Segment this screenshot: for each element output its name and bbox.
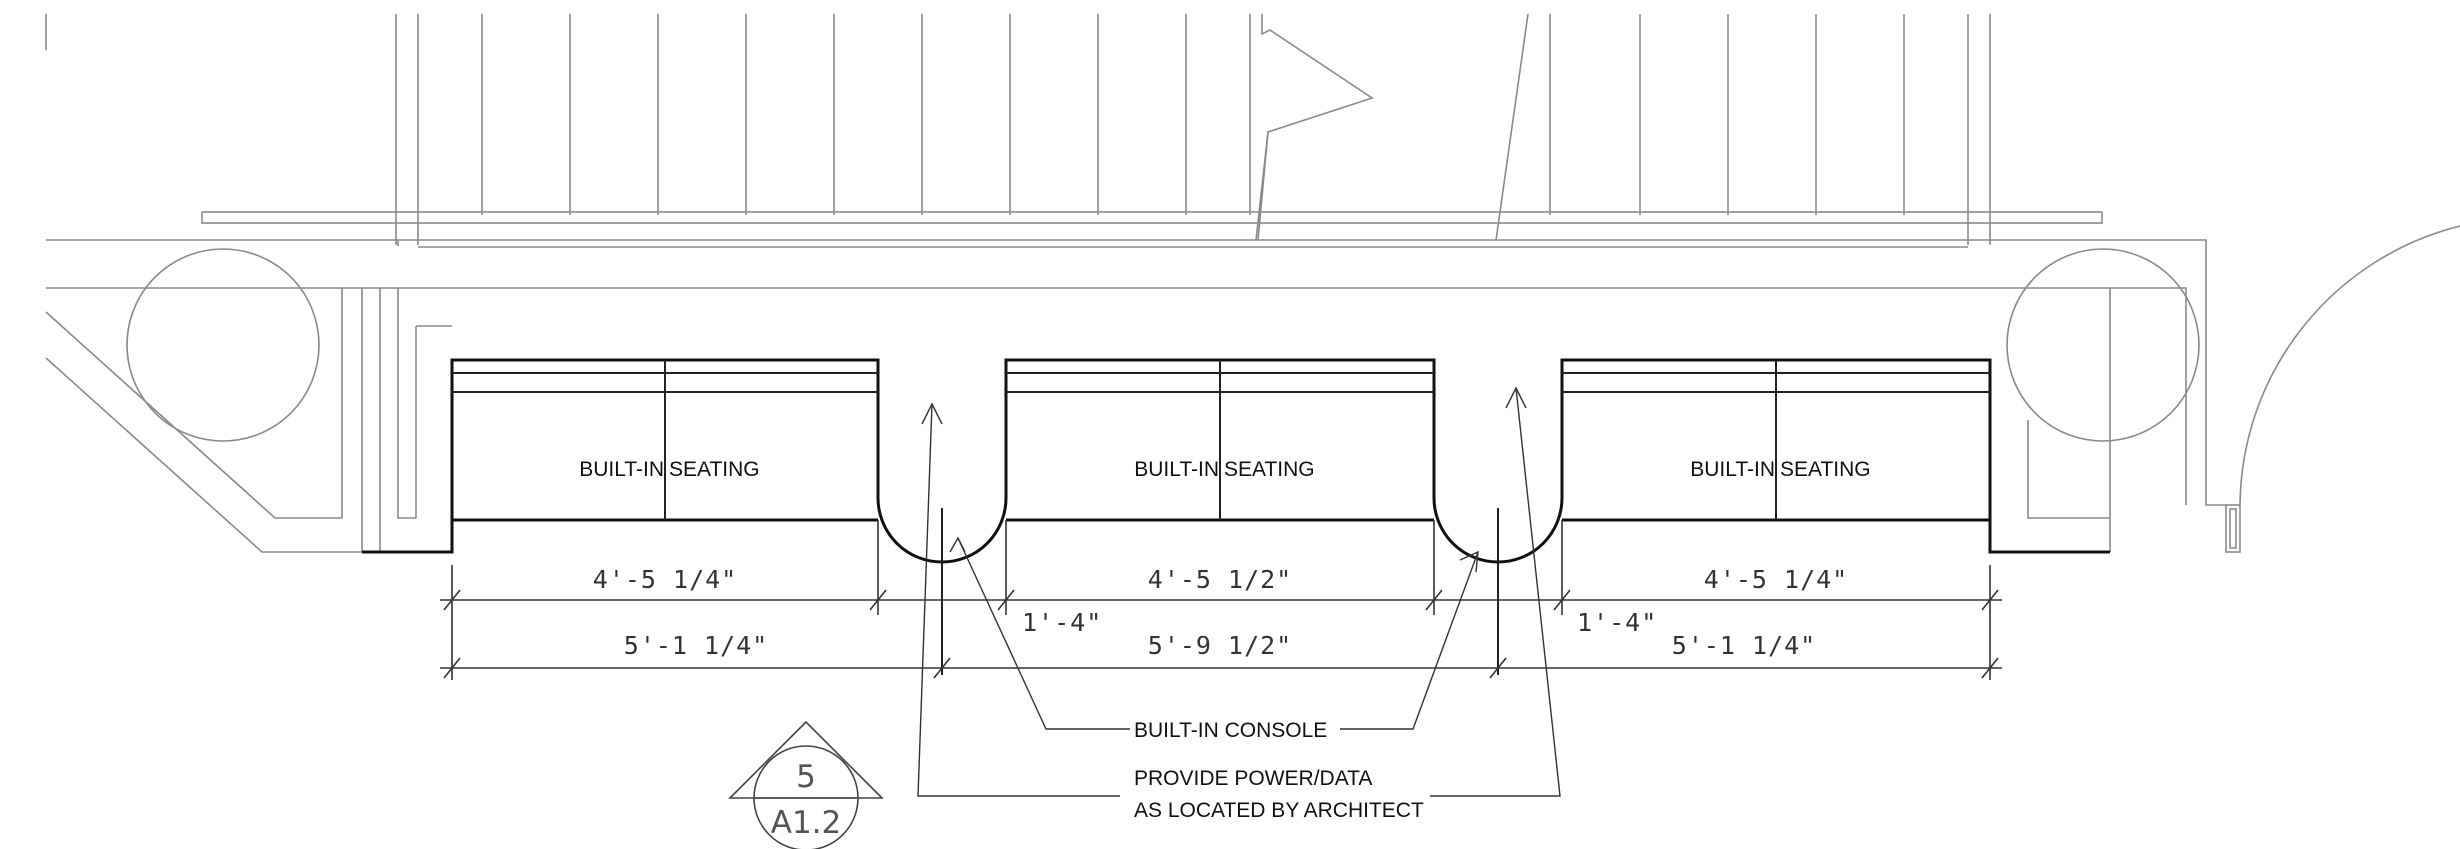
seating-label-3-left: BUILT-IN — [1690, 458, 1775, 481]
dimension-lines — [440, 520, 2002, 680]
door-swing-arc — [2239, 225, 2460, 506]
dim-console-2: 1'-4" — [1577, 608, 1657, 637]
section-number: 5 — [796, 759, 816, 795]
dim-overall-3: 5'-1 1/4" — [1672, 631, 1816, 660]
dimension-texts: 4'-5 1/4" 4'-5 1/2" 4'-5 1/4" 5'-1 1/4" … — [593, 565, 1848, 660]
dim-overall-1: 5'-1 1/4" — [624, 631, 768, 660]
seating-label-2-right: SEATING — [1224, 458, 1315, 481]
dim-seat-2: 4'-5 1/2" — [1148, 565, 1292, 594]
dim-seat-1: 4'-5 1/4" — [593, 565, 737, 594]
seating-label-3-right: SEATING — [1780, 458, 1871, 481]
seating-label-1-right: SEATING — [669, 458, 760, 481]
notes: BUILT-IN CONSOLE PROVIDE POWER/DATA AS L… — [1134, 719, 1424, 822]
column-right — [2006, 248, 2200, 442]
section-sheet: A1.2 — [771, 805, 842, 841]
note-power-data-line1: PROVIDE POWER/DATA — [1134, 767, 1372, 790]
note-built-in-console: BUILT-IN CONSOLE — [1134, 719, 1327, 742]
seating-label-2-left: BUILT-IN — [1134, 458, 1219, 481]
built-in-millwork — [362, 358, 2110, 675]
background-linework — [45, 13, 2460, 553]
seating-labels: BUILT-IN SEATING BUILT-IN SEATING BUILT-… — [579, 458, 1870, 481]
dim-seat-3: 4'-5 1/4" — [1704, 565, 1848, 594]
note-power-data-line2: AS LOCATED BY ARCHITECT — [1134, 799, 1424, 822]
section-tag: 5 A1.2 — [728, 720, 884, 849]
window-mullions — [395, 14, 1991, 245]
leader-lines — [917, 386, 1561, 797]
seating-label-1-left: BUILT-IN — [579, 458, 664, 481]
column-left — [126, 248, 320, 442]
dim-overall-2: 5'-9 1/2" — [1148, 631, 1292, 660]
dim-console-1: 1'-4" — [1022, 608, 1102, 637]
